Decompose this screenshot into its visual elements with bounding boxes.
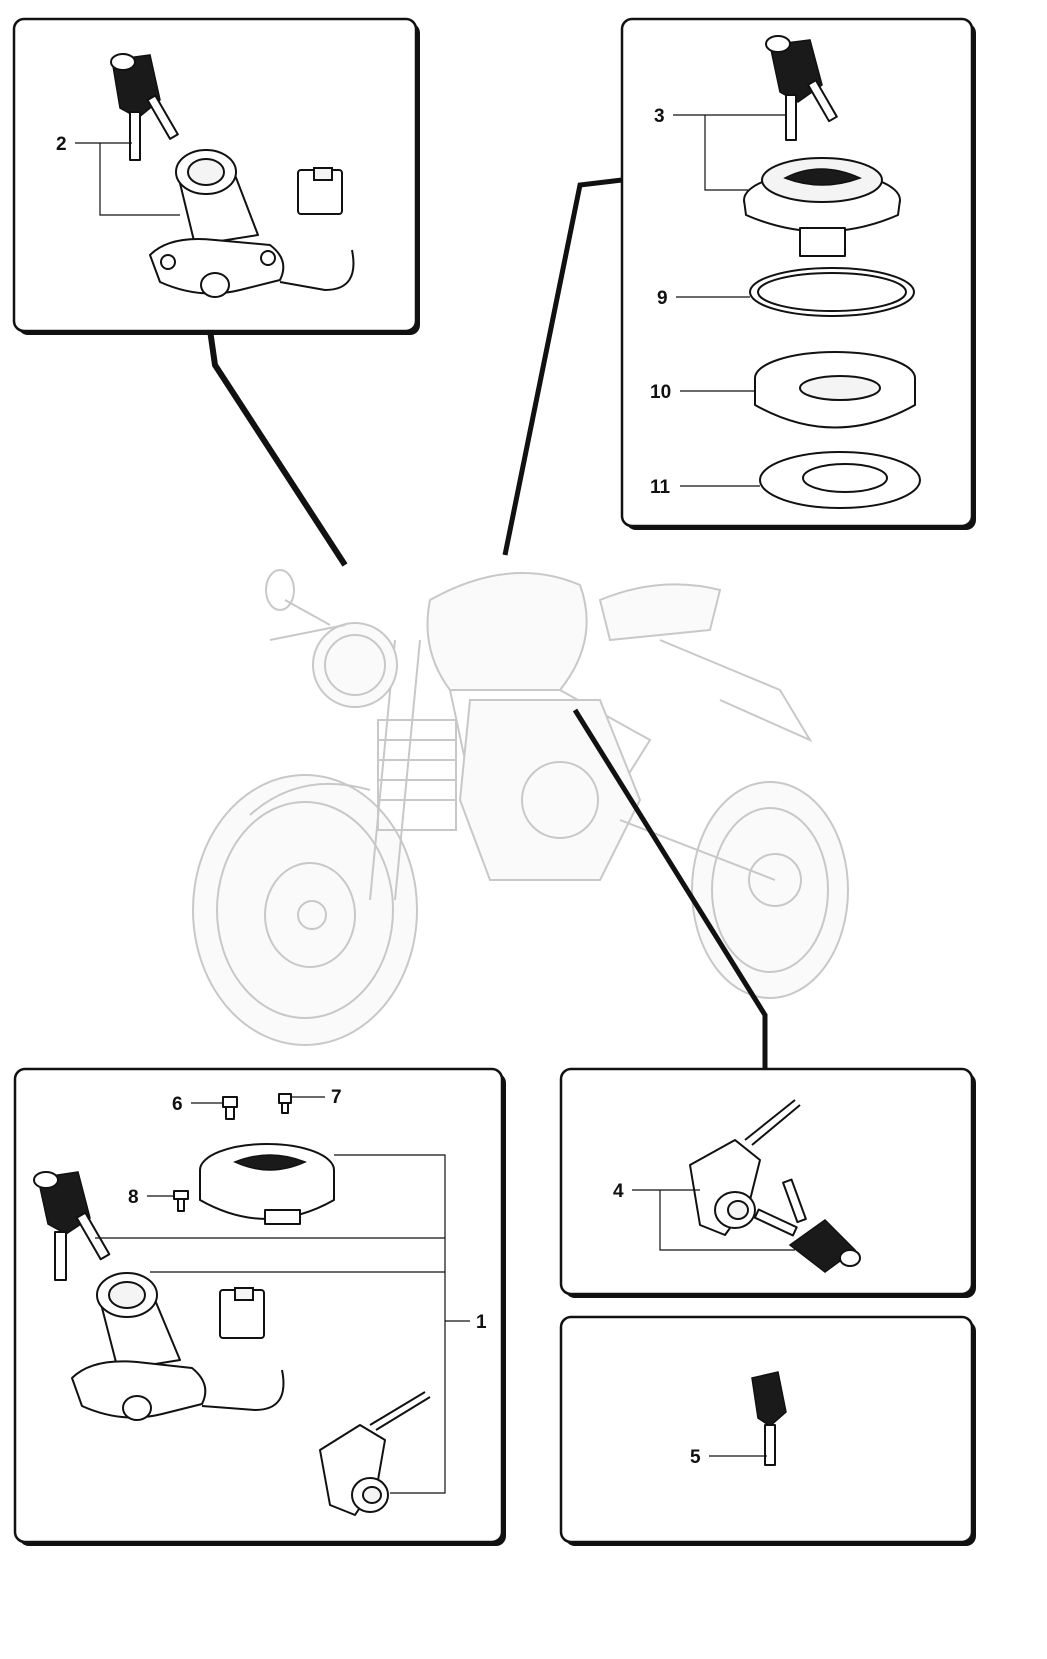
- ignition-switch-icon: [71, 1272, 285, 1421]
- callout-11: 11: [650, 477, 671, 498]
- callout-3: 3: [654, 106, 665, 127]
- screw-icon: [173, 1190, 189, 1212]
- key-icon: [751, 1371, 787, 1466]
- panel-item-1: 6 7 8 1: [13, 1067, 506, 1546]
- callout-9: 9: [657, 288, 668, 309]
- leader-box2-to-bike: [207, 329, 348, 567]
- key-icon: [765, 35, 838, 141]
- flange-icon: [759, 451, 921, 509]
- callout-5: 5: [690, 1447, 701, 1468]
- panel-item-2: 2: [12, 17, 420, 335]
- callout-2: 2: [56, 134, 67, 155]
- callout-6: 6: [172, 1094, 183, 1115]
- callout-1: 1: [476, 1312, 487, 1333]
- screw-icon: [222, 1096, 238, 1120]
- screw-icon: [278, 1093, 292, 1114]
- ignition-switch-icon: [149, 149, 355, 298]
- seat-lock-icon: [689, 1099, 801, 1236]
- key-icon: [753, 1178, 861, 1273]
- callout-7: 7: [331, 1087, 342, 1108]
- flange-icon: [754, 351, 916, 429]
- callout-4: 4: [613, 1181, 624, 1202]
- gasket-icon: [749, 267, 915, 317]
- callout-8: 8: [128, 1187, 139, 1208]
- seat-lock-icon: [319, 1391, 431, 1516]
- panel-fuel-cap: 3 9 10 11: [620, 17, 976, 530]
- motorcycle-icon: [192, 569, 849, 1046]
- callout-10: 10: [650, 382, 671, 403]
- panel-item-4: 4: [559, 1067, 976, 1298]
- leader-box3-to-bike: [502, 177, 623, 556]
- key-icon: [110, 53, 179, 161]
- key-icon: [33, 1171, 111, 1281]
- fuel-cap-icon: [743, 157, 901, 257]
- fuel-cap-icon: [199, 1143, 335, 1225]
- panel-item-5: 5: [559, 1315, 976, 1546]
- leader-box4-to-bike: [572, 708, 768, 1068]
